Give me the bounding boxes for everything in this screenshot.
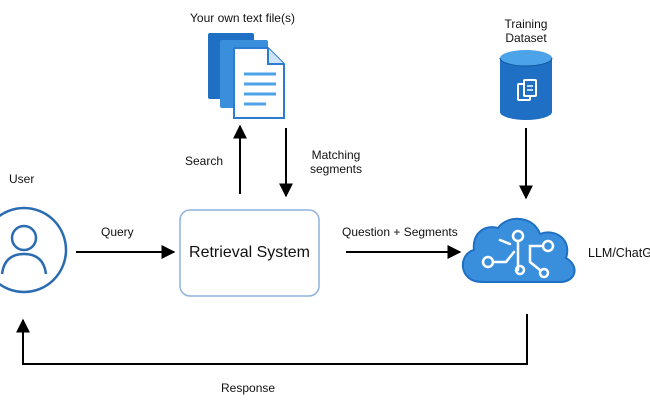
search-label: Search	[185, 154, 224, 168]
query-label: Query	[101, 225, 134, 239]
matching-label-line1: Matching	[311, 148, 361, 162]
text-files-label: Your own text file(s)	[190, 11, 295, 25]
llm-label: LLM/ChatG	[588, 246, 650, 260]
matching-label-line2: segments	[309, 162, 363, 176]
retrieval-system-label: Retrieval System	[189, 244, 310, 261]
database-icon	[499, 50, 553, 120]
matching-segments-label: Matching segments	[302, 148, 370, 176]
user-icon	[0, 206, 68, 294]
response-arrow	[16, 314, 528, 365]
question-segments-label: Question + Segments	[342, 225, 458, 239]
retrieval-system-box	[179, 209, 320, 297]
training-label-line1: Training	[504, 17, 548, 31]
user-label: User	[9, 172, 35, 186]
documents-icon	[208, 33, 285, 119]
training-label-line2: Dataset	[505, 31, 547, 45]
llm-cloud-icon	[461, 218, 576, 283]
training-dataset-label: Training Dataset	[492, 17, 560, 45]
response-label: Response	[221, 381, 276, 395]
